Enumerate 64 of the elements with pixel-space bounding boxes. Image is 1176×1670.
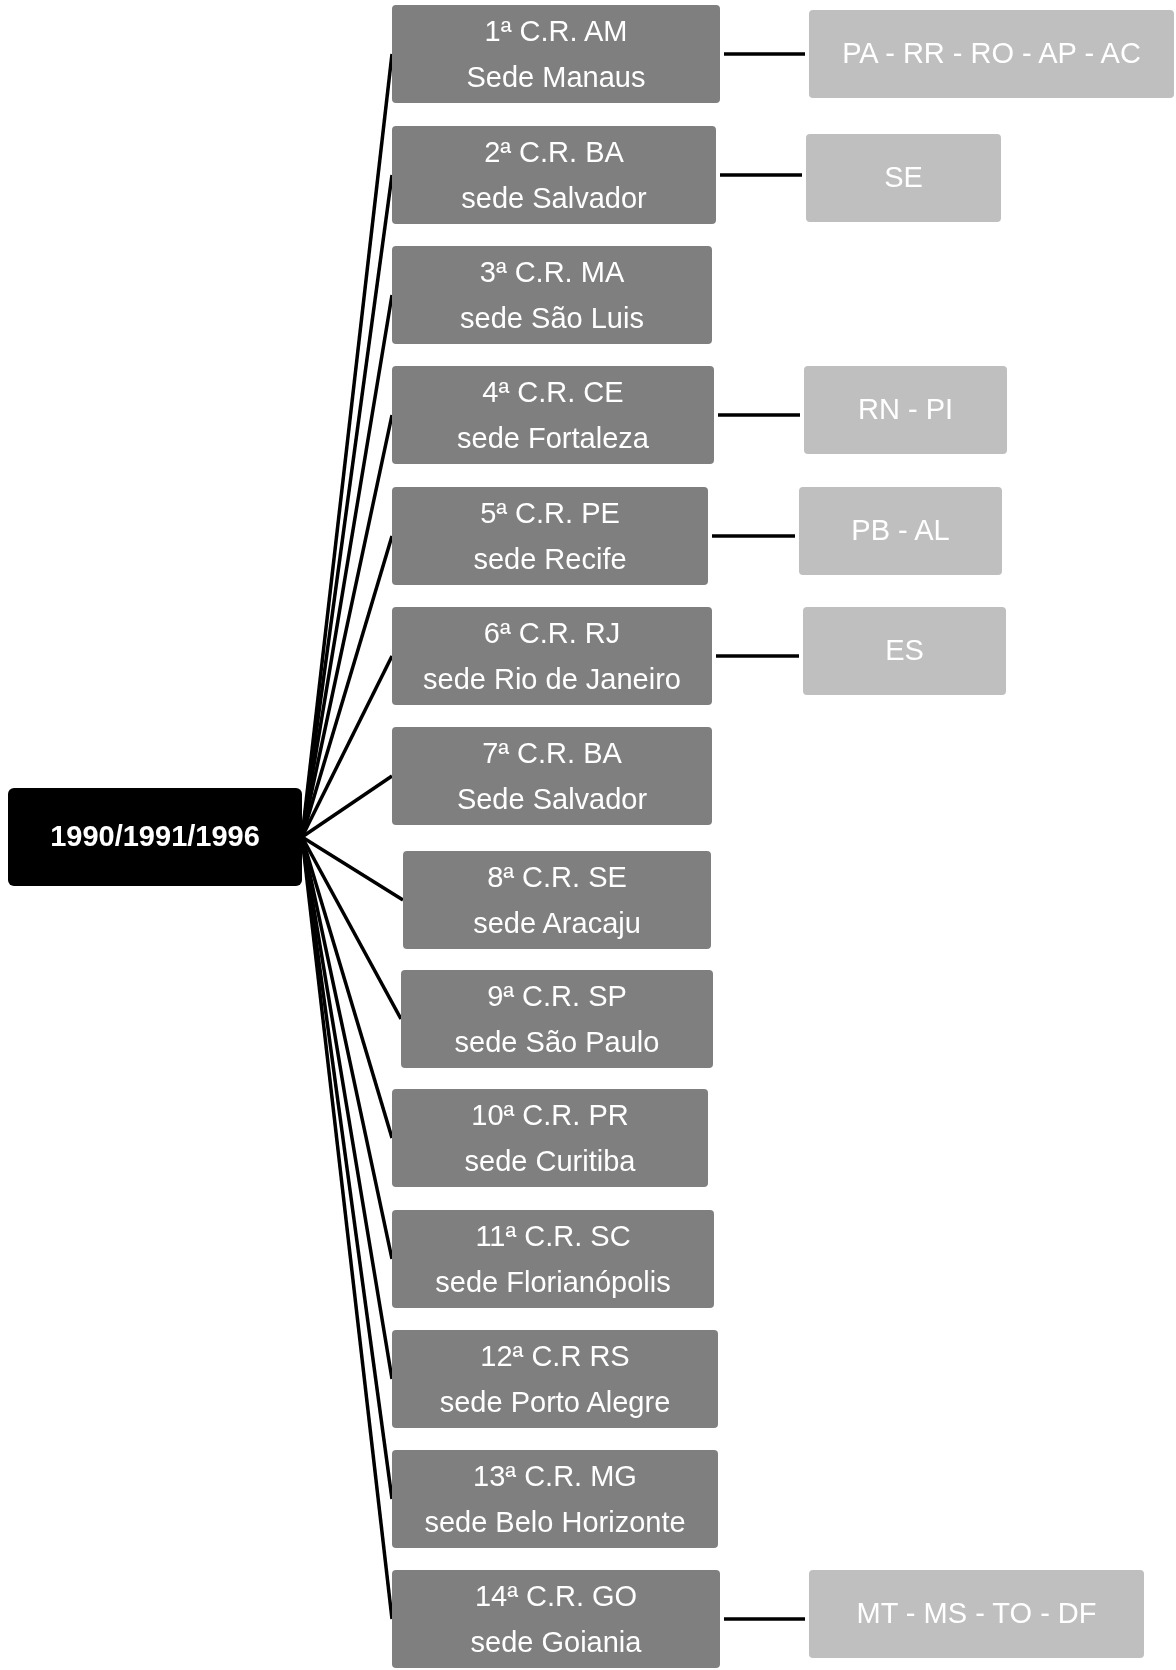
box-title: SE xyxy=(884,160,923,196)
region-box xyxy=(392,1210,714,1308)
box-title: 9ª C.R. SP xyxy=(487,979,627,1014)
box-title: 12ª C.R RS xyxy=(480,1339,630,1374)
box-title: 2ª C.R. BA xyxy=(484,135,624,170)
box-subtitle: sede Belo Horizonte xyxy=(424,1505,686,1540)
box-title: PA - RR - RO - AP - AC xyxy=(842,36,1141,72)
box-subtitle: sede Recife xyxy=(473,542,627,577)
box-title: 7ª C.R. BA xyxy=(482,736,622,771)
state-box xyxy=(804,366,1007,454)
region-box xyxy=(392,1570,720,1668)
connector-line xyxy=(718,413,800,417)
region-box xyxy=(392,246,712,344)
connector-line xyxy=(716,654,799,658)
box-title: 14ª C.R. GO xyxy=(474,1579,638,1614)
connector-line xyxy=(301,835,404,902)
box-title: 11ª C.R. SC xyxy=(475,1219,631,1254)
connector-line xyxy=(724,52,805,56)
state-box xyxy=(809,10,1174,98)
box-subtitle: sede Aracaju xyxy=(473,906,641,941)
box-title: 13ª C.R. MG xyxy=(473,1459,637,1494)
region-box xyxy=(392,1450,718,1548)
box-subtitle: sede Salvador xyxy=(461,181,647,216)
box-title: 5ª C.R. PE xyxy=(480,496,620,531)
box-title: RN - PI xyxy=(857,392,954,428)
box-title: 1990/1991/1996 xyxy=(50,819,260,855)
box-subtitle: sede São Paulo xyxy=(454,1025,660,1060)
box-title: 6ª C.R. RJ xyxy=(483,616,621,651)
box-subtitle: sede Curitiba xyxy=(464,1144,636,1179)
box-subtitle: Sede Manaus xyxy=(466,60,646,95)
box-subtitle: sede São Luis xyxy=(460,301,644,336)
region-box xyxy=(403,851,711,949)
region-box xyxy=(392,5,720,103)
box-title: 8ª C.R. SE xyxy=(487,860,627,895)
box-title: 1ª C.R. AM xyxy=(484,14,628,49)
region-box xyxy=(392,126,716,224)
state-box xyxy=(799,487,1002,575)
region-box xyxy=(392,487,708,585)
connector-line xyxy=(720,173,802,177)
region-box xyxy=(392,1089,708,1187)
box-subtitle: sede Florianópolis xyxy=(435,1265,671,1300)
root-box xyxy=(8,788,302,886)
box-title: 3ª C.R. MA xyxy=(479,255,625,290)
state-box xyxy=(803,607,1006,695)
region-box xyxy=(392,366,714,464)
box-subtitle: Sede Salvador xyxy=(456,782,648,817)
box-subtitle: sede Porto Alegre xyxy=(439,1385,671,1420)
box-title: PB - AL xyxy=(851,513,950,549)
region-box xyxy=(392,1330,718,1428)
box-title: 4ª C.R. CE xyxy=(482,375,624,410)
box-subtitle: sede Fortaleza xyxy=(457,421,649,456)
state-box xyxy=(809,1570,1144,1658)
box-title: MT - MS - TO - DF xyxy=(856,1596,1097,1632)
connector-line xyxy=(724,1617,805,1621)
box-title: ES xyxy=(885,633,924,669)
connector-line xyxy=(301,774,393,839)
connector-line xyxy=(712,534,795,538)
box-subtitle: sede Rio de Janeiro xyxy=(423,662,681,697)
state-box xyxy=(806,134,1001,222)
box-subtitle: sede Goiania xyxy=(470,1625,642,1660)
region-box xyxy=(392,607,712,705)
box-title: 10ª C.R. PR xyxy=(471,1098,629,1133)
region-box xyxy=(401,970,713,1068)
region-box xyxy=(392,727,712,825)
